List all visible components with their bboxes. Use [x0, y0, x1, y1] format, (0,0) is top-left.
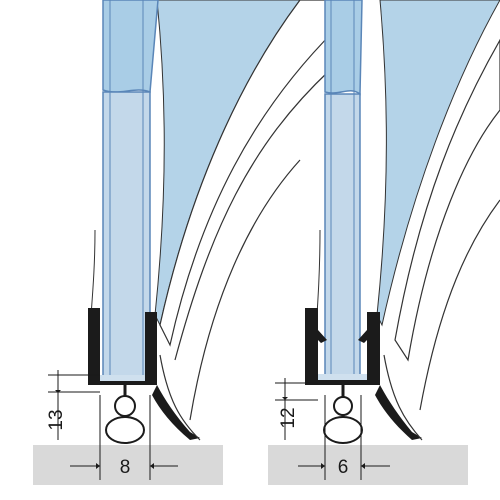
right-width-arrowhead-right — [361, 463, 365, 469]
left-width-arrowhead-right — [150, 463, 154, 469]
left-outer-band-2 — [174, 69, 331, 421]
right-floor-tile — [268, 445, 468, 485]
right-bulb-top — [333, 396, 353, 416]
right-outer-band-2 — [419, 199, 500, 411]
right-outer-band — [394, 38, 500, 362]
right-width-label: 6 — [338, 457, 349, 478]
right-height-label: 12 — [278, 407, 299, 428]
left-floor-curve — [159, 354, 201, 441]
right-seal-inner-lip — [318, 374, 367, 380]
left-glass-pane — [102, 91, 151, 381]
right-curved-glass-panel — [376, 0, 500, 327]
right-figure: 12 6 — [268, 0, 500, 485]
left-height-label: 13 — [46, 409, 67, 430]
left-u-seal-profile — [88, 308, 157, 385]
right-floor-curve — [383, 354, 423, 441]
left-drip-lip — [152, 385, 200, 440]
left-bulb-top — [114, 395, 136, 417]
left-outer-band — [159, 0, 336, 347]
right-drip-lip — [375, 385, 422, 440]
right-width-arrowhead-left — [321, 463, 325, 469]
right-u-seal-profile — [305, 308, 380, 385]
right-glass-pane — [324, 93, 361, 381]
left-seal-inner-lip — [100, 375, 145, 381]
left-floor-tile — [33, 445, 223, 485]
left-glass-upper — [102, 0, 159, 94]
left-bulb-seal — [105, 416, 145, 444]
left-figure: 13 8 — [33, 0, 336, 485]
right-height-arrow-head — [282, 397, 288, 400]
left-width-label: 8 — [120, 457, 131, 478]
right-bulb-seal — [323, 416, 363, 444]
left-height-arrow-head — [55, 390, 61, 393]
left-width-arrowhead-left — [96, 463, 100, 469]
